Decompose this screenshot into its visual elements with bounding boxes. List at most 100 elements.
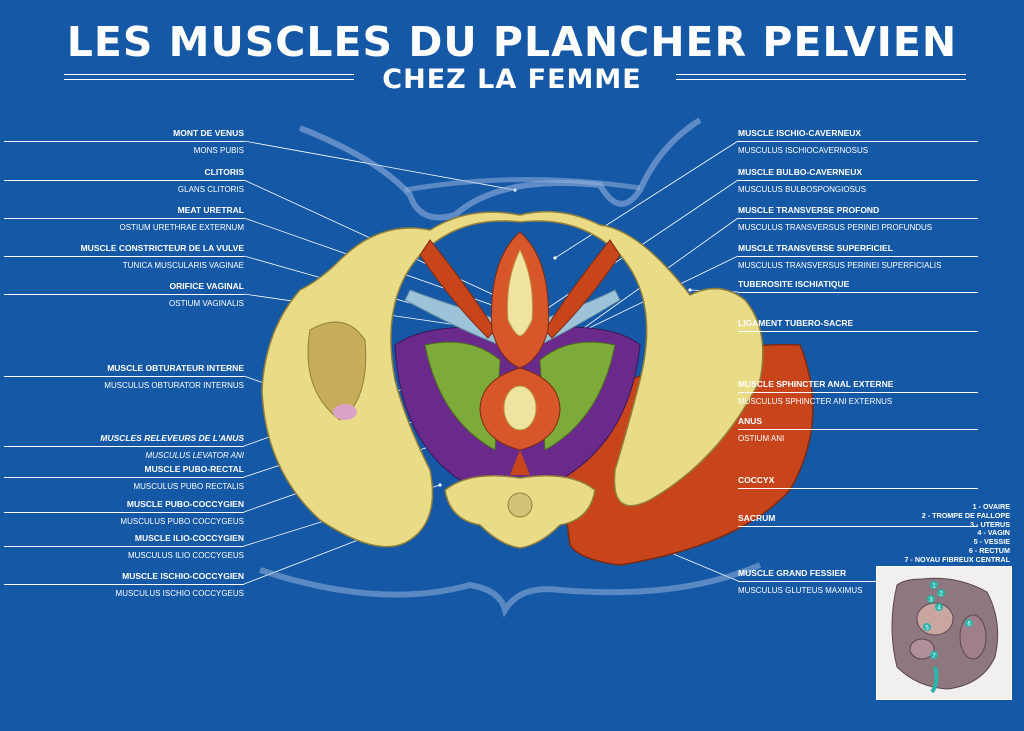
label-latin: MUSCULUS GLUTEUS MAXIMUS (738, 586, 863, 595)
pelvic-floor-highlight (930, 666, 939, 694)
label-name: MUSCLE PUBO-COCCYGIEN (4, 498, 244, 513)
label-latin: MUSCULUS ISCHIOCAVERNOSUS (738, 146, 869, 155)
label-name: MUSCLE SPHINCTER ANAL EXTERNE (738, 378, 978, 393)
label-name: MUSCLES RELEVEURS DE L'ANUS (4, 432, 244, 447)
anococcygeal-body (510, 450, 530, 475)
uterus-shape (916, 602, 954, 636)
label-name: MUSCLE CONSTRICTEUR DE LA VULVE (4, 242, 244, 257)
label-right-5: LIGAMENT TUBERO-SACRE (738, 317, 978, 332)
label-right-3: MUSCLE TRANSVERSE SUPERFICIEL MUSCULUS TR… (738, 242, 978, 272)
label-name: LIGAMENT TUBERO-SACRE (738, 317, 978, 332)
label-latin: MUSCULUS LEVATOR ANI (145, 451, 244, 460)
pelvic-bones (261, 210, 764, 548)
label-name: COCCYX (738, 474, 978, 489)
body-outline-lower (259, 562, 762, 618)
label-right-2: MUSCLE TRANSVERSE PROFOND MUSCULUS TRANSV… (738, 204, 978, 234)
label-name: ANUS (738, 415, 978, 430)
label-latin: MUSCULUS ISCHIO COCCYGEUS (115, 589, 244, 598)
poster-title: LES MUSCLES DU PLANCHER PELVIEN (66, 18, 958, 66)
legend-item: 3 - UTERUS (970, 519, 1010, 529)
label-left-6: MUSCLES RELEVEURS DE L'ANUS MUSCULUS LEVA… (4, 432, 244, 462)
body-outline-hips (404, 177, 641, 193)
poster-subtitle: CHEZ LA FEMME (382, 64, 642, 95)
rectum-shape (959, 614, 987, 660)
anus (503, 385, 537, 431)
label-latin: MUSCULUS TRANSVERSUS PERINEI SUPERFICIAL… (738, 261, 942, 270)
label-right-7: ANUS OSTIUM ANI (738, 415, 978, 445)
label-name: MUSCLE GRAND FESSIER (738, 567, 978, 582)
legend-item: 2 - TROMPE DE FALLOPE (921, 510, 1010, 520)
svg-text:5: 5 (925, 626, 929, 632)
vulva (507, 248, 533, 337)
label-left-10: MUSCLE ISCHIO-COCCYGIEN MUSCULUS ISCHIO C… (4, 570, 244, 600)
legend-item: 5 - VESSIE (973, 537, 1010, 547)
svg-text:3: 3 (929, 598, 933, 604)
label-name: MUSCLE PUBO-RECTAL (4, 463, 244, 478)
sacral-vertebra (507, 492, 533, 518)
ischiocavernosus-right (544, 239, 621, 339)
body-outline-upper (298, 117, 702, 221)
label-left-7: MUSCLE PUBO-RECTAL MUSCULUS PUBO RECTALIS (4, 463, 244, 493)
label-latin: OSTIUM VAGINALIS (169, 299, 244, 308)
label-name: TUBEROSITE ISCHIATIQUE (738, 278, 978, 293)
label-right-6: MUSCLE SPHINCTER ANAL EXTERNE MUSCULUS SP… (738, 378, 978, 408)
inset-marker-5: 5 (923, 623, 931, 632)
obturator-internus (307, 321, 367, 421)
pelvis-section (891, 577, 999, 690)
label-latin: MUSCULUS PUBO COCCYGEUS (120, 517, 244, 526)
svg-text:6: 6 (967, 622, 971, 628)
label-latin: GLANS CLITORIS (177, 185, 244, 194)
leader-right-0 (554, 140, 739, 259)
label-name: MUSCLE TRANSVERSE PROFOND (738, 204, 978, 219)
label-name: MUSCLE OBTURATEUR INTERNE (4, 362, 244, 377)
inset-marker-4: 4 (935, 603, 943, 612)
label-left-1: CLITORIS GLANS CLITORIS (4, 166, 244, 196)
ischial-bursa (333, 404, 357, 420)
label-name: MONT DE VENUS (4, 127, 244, 142)
svg-text:1: 1 (932, 584, 936, 590)
label-name: MEAT URETRAL (4, 204, 244, 219)
label-latin: MUSCULUS PUBO RECTALIS (133, 482, 244, 491)
leader-right-0-dot (553, 256, 557, 260)
legend-item: 6 - RECTUM (968, 545, 1010, 555)
label-latin: OSTIUM ANI (738, 434, 785, 443)
label-name: MUSCLE ISCHIO-CAVERNEUX (738, 127, 978, 142)
label-right-4: TUBEROSITE ISCHIATIQUE (738, 278, 978, 293)
label-right-10: MUSCLE GRAND FESSIER MUSCULUS GLUTEUS MAX… (738, 567, 978, 597)
label-latin: MUSCULUS ILIO COCCYGEUS (127, 551, 244, 560)
label-latin: MUSCULUS TRANSVERSUS PERINEI PROFUNDUS (738, 223, 933, 232)
pubo-coccygeus-left (424, 341, 501, 451)
label-latin: MONS PUBIS (193, 146, 244, 155)
inset-marker-7: 7 (930, 651, 938, 660)
label-left-8: MUSCLE PUBO-COCCYGIEN MUSCULUS PUBO COCCY… (4, 498, 244, 528)
legend-item: 7 - NOYAU FIBREUX CENTRAL (904, 554, 1010, 564)
svg-text:7: 7 (932, 654, 936, 660)
pubo-coccygeus-right (539, 341, 616, 451)
label-name: MUSCLE ISCHIO-COCCYGIEN (4, 570, 244, 585)
label-name: CLITORIS (4, 166, 244, 181)
label-latin: OSTIUM URETHRAE EXTERNUM (119, 223, 244, 232)
label-left-5: MUSCLE OBTURATEUR INTERNE MUSCULUS OBTURA… (4, 362, 244, 392)
subtitle-rule-left (64, 74, 354, 80)
inset-marker-3: 3 (927, 595, 935, 604)
inset-marker-1: 1 (930, 581, 938, 590)
subtitle-rule-right (676, 74, 966, 80)
label-name: SACRUM (738, 512, 978, 527)
label-right-0: MUSCLE ISCHIO-CAVERNEUX MUSCULUS ISCHIOCA… (738, 127, 978, 157)
label-latin: MUSCULUS BULBOSPONGIOSUS (738, 185, 867, 194)
label-name: MUSCLE ILIO-COCCYGIEN (4, 532, 244, 547)
label-name: MUSCLE TRANSVERSE SUPERFICIEL (738, 242, 978, 257)
label-latin: MUSCULUS SPHINCTER ANI EXTERNUS (738, 397, 893, 406)
legend-item: 4 - VAGIN (977, 528, 1010, 538)
ischiocavernosus-left (419, 239, 496, 339)
label-latin: MUSCULUS OBTURATOR INTERNUS (104, 381, 244, 390)
svg-text:4: 4 (937, 606, 941, 612)
